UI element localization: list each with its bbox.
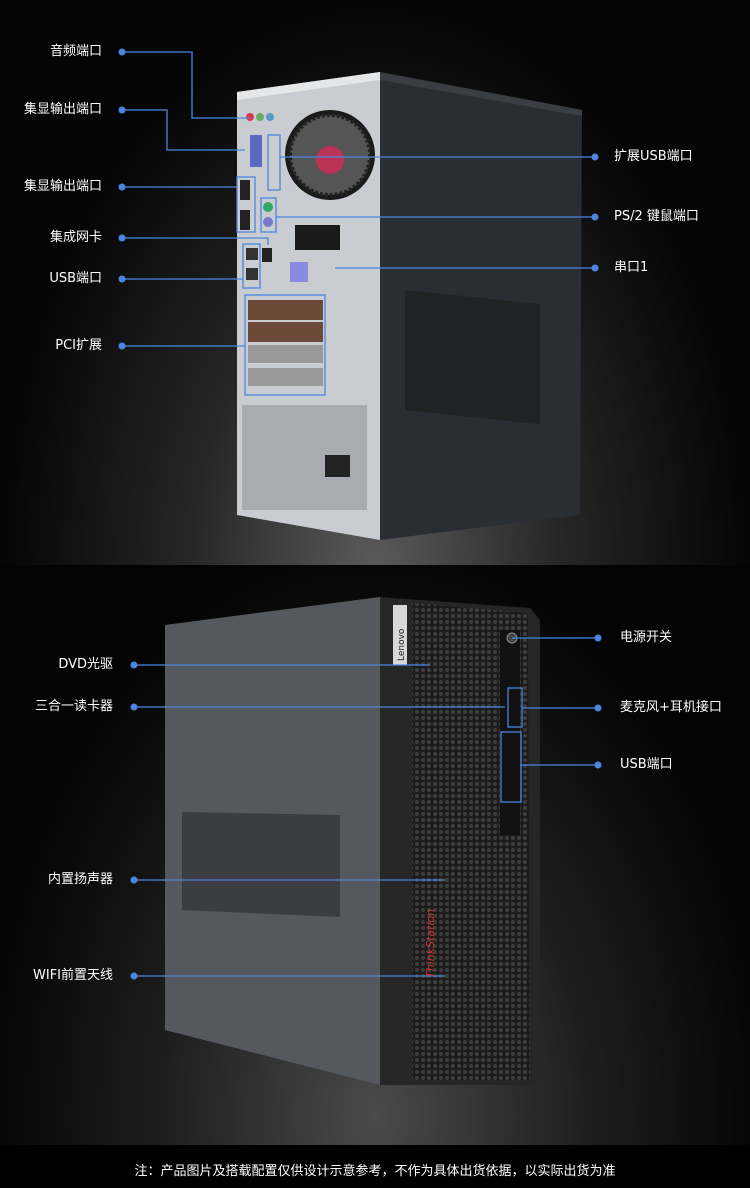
rear-view-panel: 音频端口 集显输出端口 集显输出端口 集成网卡 USB端口 PCI扩展 扩展US… bbox=[0, 0, 750, 565]
rear-tower-illustration bbox=[118, 48, 599, 540]
callout-serial-port: 串口1 bbox=[614, 260, 649, 275]
callout-card-reader: 三合一读卡器 bbox=[34, 699, 113, 714]
front-tower-illustration bbox=[130, 597, 602, 1085]
callout-power-button: 电源开关 bbox=[620, 630, 673, 645]
callout-usb-ports: USB端口 bbox=[49, 271, 102, 286]
callout-expansion-usb: 扩展USB端口 bbox=[614, 149, 693, 164]
callout-audio-port: 音频端口 bbox=[49, 44, 102, 59]
callout-wifi-antenna: WIFI前置天线 bbox=[33, 968, 113, 983]
callout-network-card: 集成网卡 bbox=[49, 230, 102, 245]
callout-ps2-port: PS/2 键鼠端口 bbox=[614, 209, 699, 224]
callout-display-output-2: 集显输出端口 bbox=[23, 179, 102, 194]
disclaimer-footnote: 注：产品图片及搭载配置仅供设计示意参考，不作为具体出货依据，以实际出货为准 bbox=[134, 1164, 616, 1179]
callout-dvd-drive: DVD光驱 bbox=[58, 657, 113, 672]
lenovo-brand-label: Lenovo bbox=[397, 628, 407, 661]
front-view-panel: Lenovo ThinkStation DVD光驱 三合一读卡器 内置扬声器 W… bbox=[0, 565, 750, 1145]
callout-audio-jack: 麦克风+耳机接口 bbox=[620, 700, 722, 715]
rear-callout-lines bbox=[122, 51, 595, 396]
callout-pci-expansion: PCI扩展 bbox=[55, 338, 102, 353]
callout-front-usb: USB端口 bbox=[620, 757, 673, 772]
front-callout-lines bbox=[134, 637, 598, 977]
callout-display-output-1: 集显输出端口 bbox=[23, 102, 102, 117]
callout-speaker: 内置扬声器 bbox=[47, 872, 113, 887]
thinkstation-logo: ThinkStation bbox=[424, 908, 437, 978]
